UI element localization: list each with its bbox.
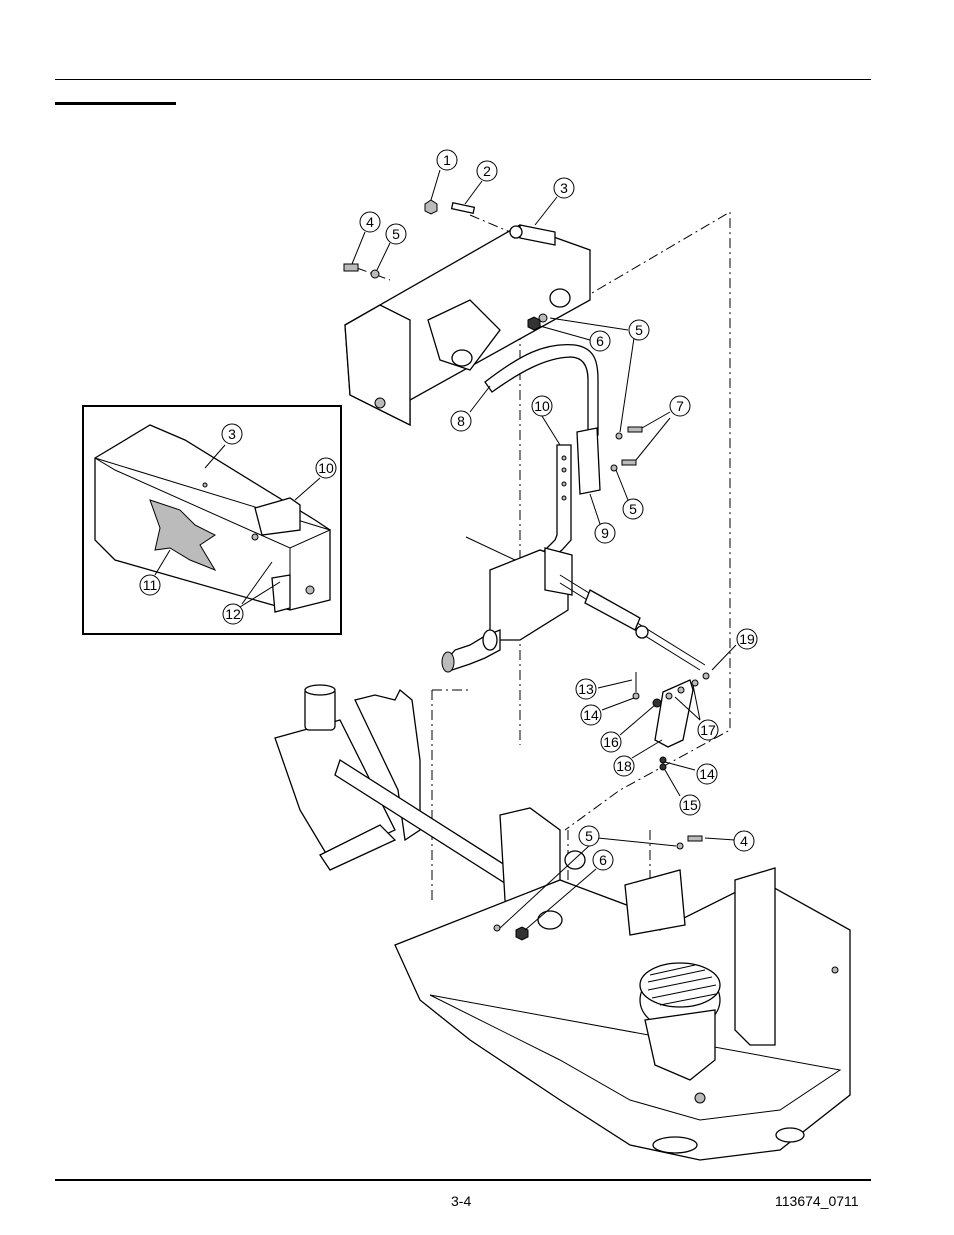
callout-14: 14: [580, 704, 602, 726]
svg-text:7: 7: [676, 398, 684, 414]
callout-13: 13: [575, 678, 597, 700]
svg-text:5: 5: [629, 501, 637, 517]
svg-text:1: 1: [443, 152, 451, 168]
callout-leaders: [351, 169, 737, 931]
svg-text:2: 2: [483, 163, 491, 179]
callout-5b: 5: [628, 319, 650, 341]
inset-callout-11: 11: [139, 574, 161, 596]
svg-text:5: 5: [635, 322, 643, 338]
lever-hardware: [610, 426, 703, 850]
callout-6b: 6: [592, 849, 614, 871]
svg-text:5: 5: [585, 828, 593, 844]
damper-assembly: [441, 547, 706, 673]
svg-text:13: 13: [578, 681, 594, 697]
svg-text:6: 6: [596, 333, 604, 349]
linkage-hardware: [632, 672, 710, 771]
svg-text:3: 3: [560, 180, 568, 196]
svg-text:6: 6: [599, 852, 607, 868]
callout-5d: 5: [578, 825, 600, 847]
inset-callout-3: 3: [221, 423, 243, 445]
callout-2: 2: [476, 160, 498, 182]
svg-text:3: 3: [228, 426, 236, 442]
page-number: 3-4: [451, 1193, 472, 1209]
callout-18: 18: [613, 755, 635, 777]
svg-text:8: 8: [457, 413, 465, 429]
inset-callout-12: 12: [222, 603, 244, 625]
svg-text:16: 16: [603, 734, 619, 750]
callout-6: 6: [589, 330, 611, 352]
callout-5c: 5: [622, 498, 644, 520]
callout-labels: 1 2 3 4 5 5 6 5 7 8 10 9 19 13 14 16 17 …: [359, 149, 758, 871]
header-rule: [55, 79, 871, 80]
document-id: 113674_0711: [775, 1193, 859, 1209]
svg-text:10: 10: [534, 398, 550, 414]
svg-text:12: 12: [225, 606, 241, 622]
svg-text:10: 10: [318, 460, 334, 476]
inset-detail: 3 10 11 12: [82, 405, 342, 635]
svg-text:17: 17: [700, 722, 716, 738]
upper-mount-bracket: [344, 224, 591, 427]
callout-9: 9: [594, 522, 616, 544]
callout-1: 1: [436, 149, 458, 171]
callout-10: 10: [531, 395, 553, 417]
callout-19: 19: [736, 628, 758, 650]
callout-5: 5: [385, 223, 407, 245]
callout-15: 15: [679, 794, 701, 816]
svg-text:14: 14: [583, 707, 599, 723]
svg-text:15: 15: [682, 797, 698, 813]
inset-callout-10: 10: [315, 457, 337, 479]
callout-4b: 4: [733, 830, 755, 852]
callout-14b: 14: [696, 763, 718, 785]
svg-text:18: 18: [616, 758, 632, 774]
lower-chassis-frame: [274, 684, 851, 1161]
callout-7: 7: [669, 395, 691, 417]
svg-text:4: 4: [740, 833, 748, 849]
svg-text:9: 9: [601, 525, 609, 541]
callout-17: 17: [697, 719, 719, 741]
callout-16: 16: [600, 731, 622, 753]
svg-text:11: 11: [143, 577, 158, 593]
svg-text:19: 19: [739, 631, 755, 647]
svg-text:5: 5: [392, 226, 400, 242]
footer-rule: [55, 1179, 871, 1181]
svg-text:4: 4: [366, 214, 374, 230]
svg-text:14: 14: [699, 766, 715, 782]
callout-3: 3: [553, 177, 575, 199]
control-handle: [484, 343, 599, 436]
control-lever: [538, 427, 601, 561]
callout-8: 8: [450, 410, 472, 432]
section-title-underline: [55, 102, 176, 105]
callout-4: 4: [359, 211, 381, 233]
